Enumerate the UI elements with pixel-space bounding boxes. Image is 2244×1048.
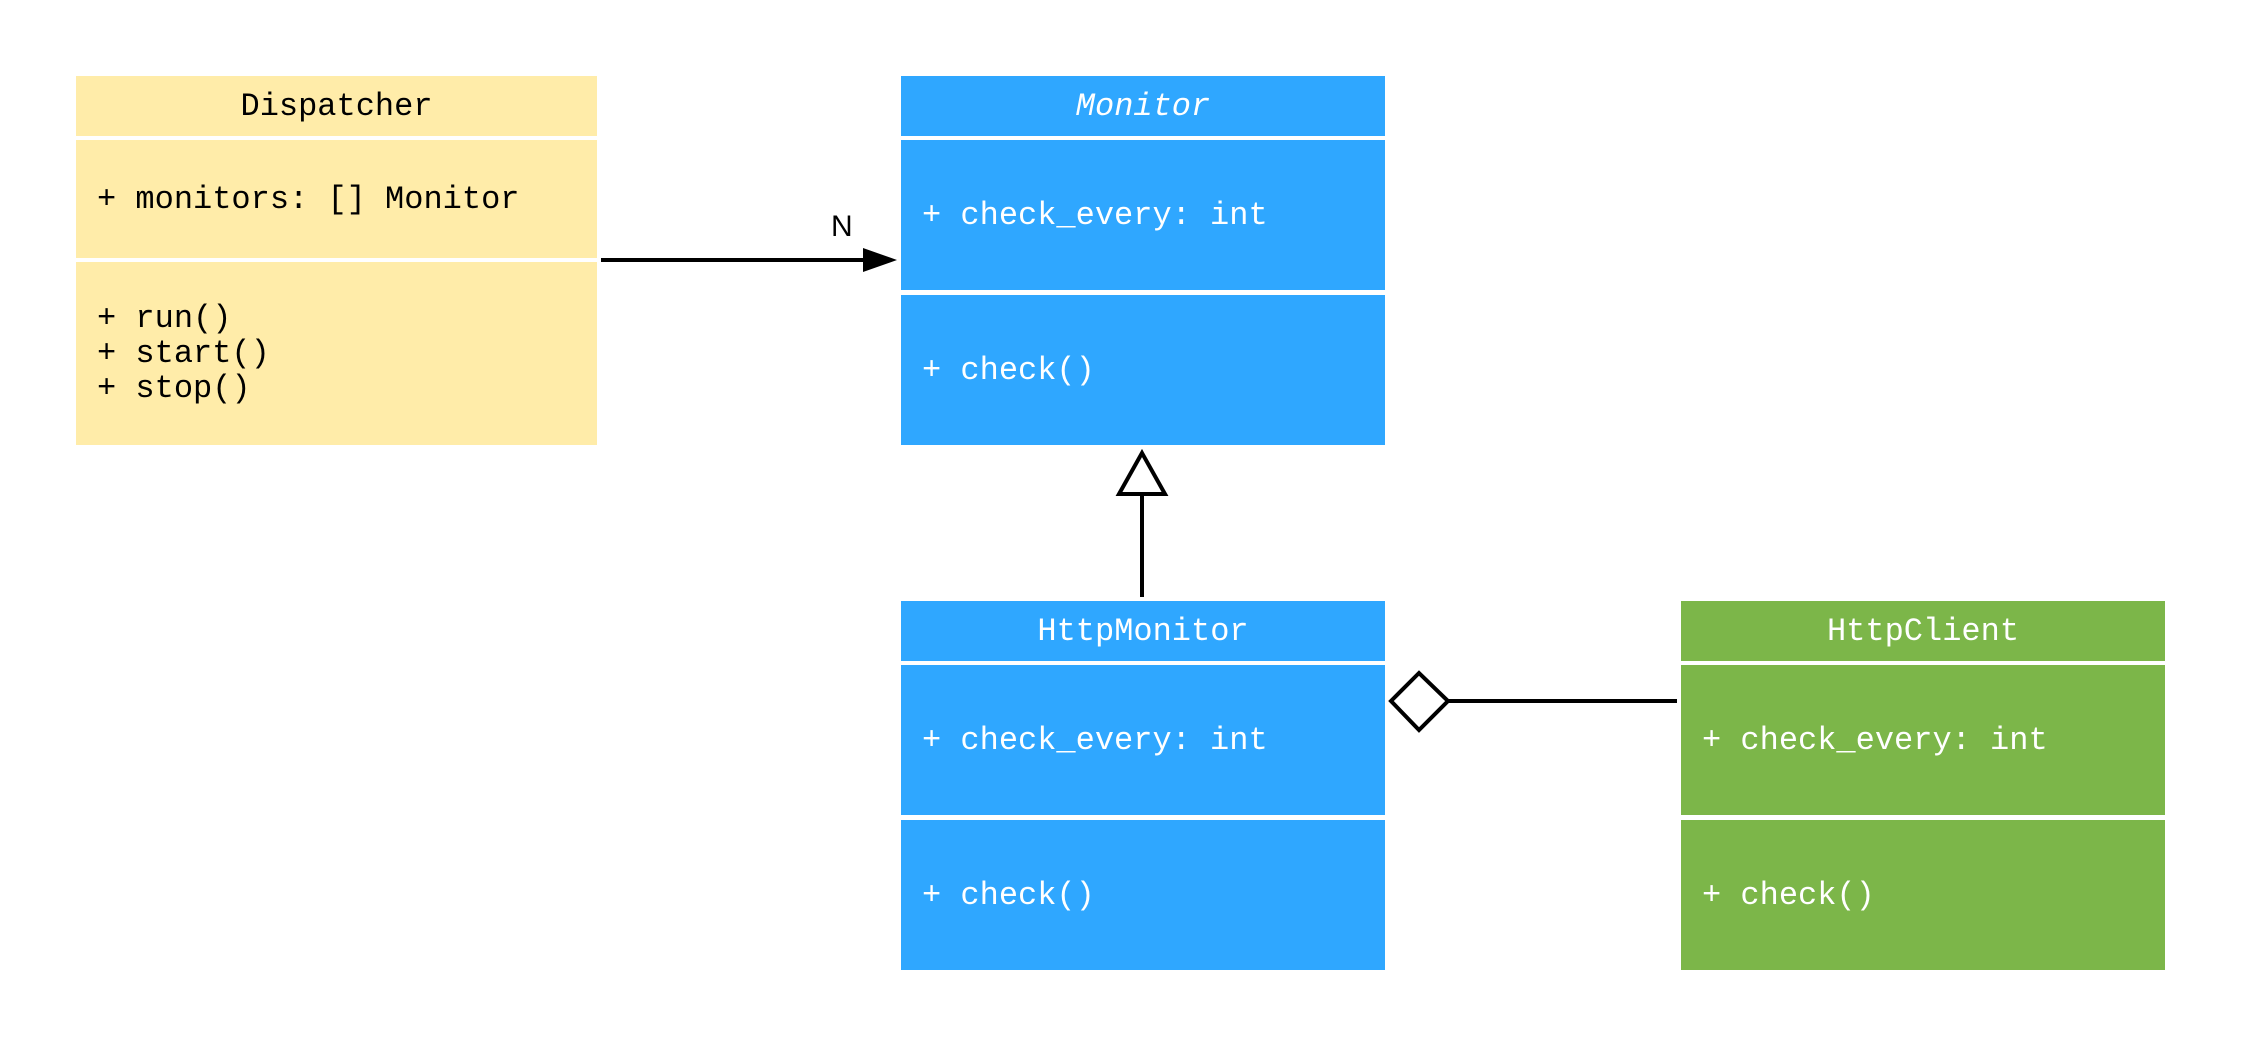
association-arrow — [601, 248, 897, 272]
class-name: HttpMonitor — [901, 601, 1385, 661]
inheritance-arrow — [1115, 448, 1169, 597]
class-attributes: + check_every: int — [1681, 665, 2165, 815]
method: + run() — [97, 300, 232, 337]
class-methods: + check() — [1681, 820, 2165, 970]
attribute: + monitors: [] Monitor — [97, 180, 520, 218]
class-attributes: + monitors: [] Monitor — [76, 140, 597, 258]
class-methods: + run() + start() + stop() — [76, 262, 597, 445]
class-dispatcher[interactable]: Dispatcher + monitors: [] Monitor + run(… — [76, 76, 597, 445]
attribute: + check_every: int — [922, 196, 1268, 234]
method: + start() — [97, 335, 270, 372]
method: + check() — [1702, 876, 1875, 914]
class-http-monitor[interactable]: HttpMonitor + check_every: int + check() — [901, 601, 1385, 970]
attribute: + check_every: int — [922, 721, 1268, 759]
class-methods: + check() — [901, 295, 1385, 445]
method: + stop() — [97, 370, 251, 407]
class-name: Monitor — [901, 76, 1385, 136]
class-name: HttpClient — [1681, 601, 2165, 661]
class-attributes: + check_every: int — [901, 140, 1385, 290]
class-monitor[interactable]: Monitor + check_every: int + check() — [901, 76, 1385, 445]
class-http-client[interactable]: HttpClient + check_every: int + check() — [1681, 601, 2165, 970]
method: + check() — [922, 351, 1095, 389]
aggregation-diamond — [1388, 670, 1677, 733]
multiplicity-label: N — [831, 210, 853, 243]
class-attributes: + check_every: int — [901, 665, 1385, 815]
class-methods: + check() — [901, 820, 1385, 970]
method: + check() — [922, 876, 1095, 914]
class-name: Dispatcher — [76, 76, 597, 136]
attribute: + check_every: int — [1702, 721, 2048, 759]
